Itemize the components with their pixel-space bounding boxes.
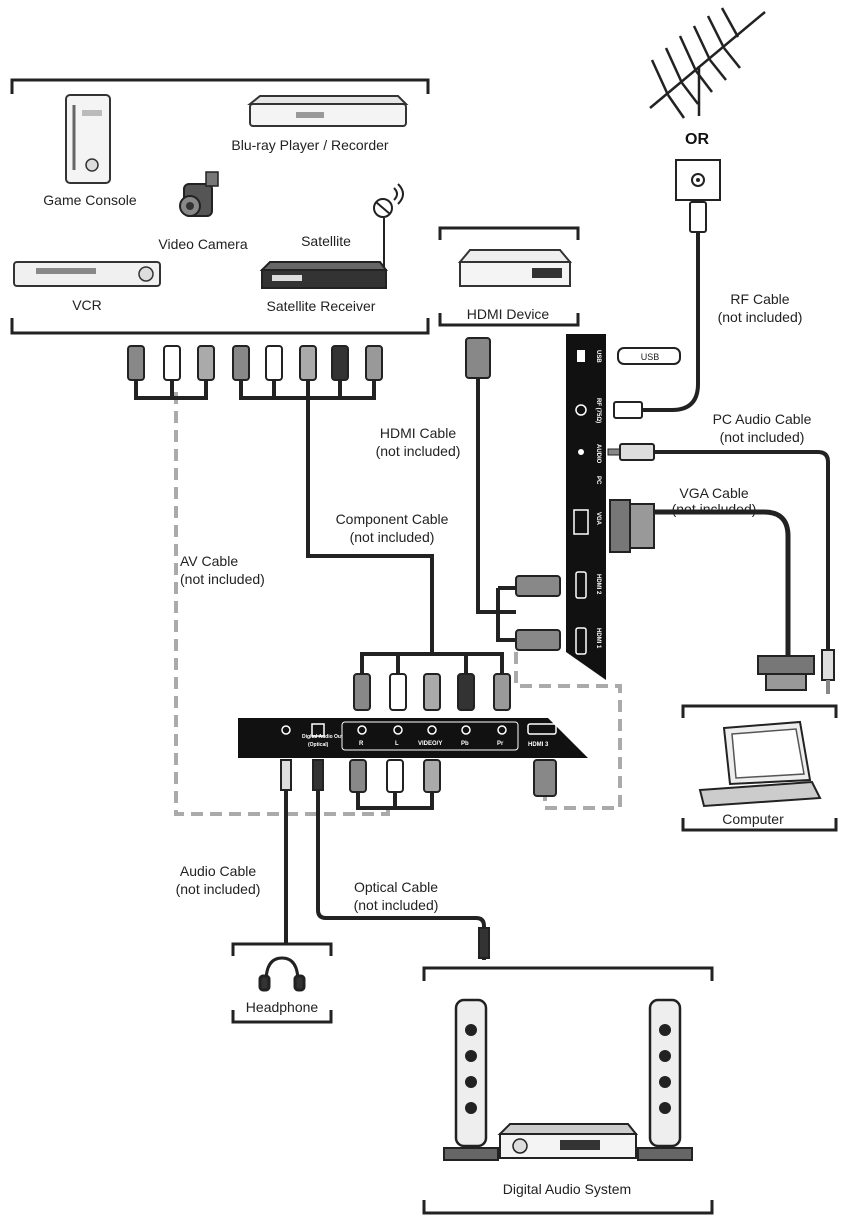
game-console-label: Game Console bbox=[43, 192, 137, 208]
port-pb-label: Pb bbox=[461, 741, 469, 747]
computer-bracket-top bbox=[681, 704, 838, 718]
optical-cable-label: Optical Cable bbox=[354, 879, 438, 895]
hdmi-device-bracket-top bbox=[438, 226, 580, 240]
side-rf-label: RF (75Ω) bbox=[595, 398, 601, 423]
hdmi2-plug bbox=[515, 575, 561, 597]
hdmi1-plug bbox=[515, 629, 561, 651]
side-panel-ports bbox=[573, 350, 589, 655]
rf-cable-note: (not included) bbox=[718, 309, 803, 325]
source-devices-bracket-bottom bbox=[10, 318, 430, 335]
optical-cable bbox=[316, 790, 486, 960]
hdmi-cable-label: HDMI Cable bbox=[380, 425, 456, 441]
video-camera-icon bbox=[179, 171, 219, 217]
vga-plug bbox=[609, 499, 655, 553]
component-split bbox=[360, 652, 504, 674]
pc-audio-cable bbox=[652, 450, 830, 650]
vcr-label: VCR bbox=[72, 297, 102, 313]
audio-cable-note: (not included) bbox=[176, 881, 261, 897]
rf-cable-label: RF Cable bbox=[730, 291, 789, 307]
audio-system-bracket-top bbox=[422, 966, 714, 981]
port-l-label: L bbox=[395, 741, 399, 747]
vga-cable-note: (not included) bbox=[672, 501, 757, 517]
headphone-label: Headphone bbox=[246, 999, 319, 1015]
left-speaker-icon bbox=[443, 998, 499, 1161]
digital-audio-system-label: Digital Audio System bbox=[503, 1181, 631, 1197]
audio-cable-label: Audio Cable bbox=[180, 863, 256, 879]
side-pc-label: PC bbox=[595, 476, 601, 485]
bottom-panel-ports bbox=[281, 721, 557, 751]
hdmi-device-icon bbox=[457, 249, 573, 287]
component-rca-plugs bbox=[232, 345, 383, 381]
pc-audio-plug bbox=[607, 443, 655, 461]
optical-label: (Optical) bbox=[308, 742, 329, 748]
port-hdmi3-label: HDMI 3 bbox=[528, 742, 549, 748]
satellite-receiver-icon bbox=[259, 261, 388, 289]
laptop-icon bbox=[698, 720, 822, 808]
headphone-jack-plug bbox=[280, 759, 292, 791]
side-usb-label: USB bbox=[595, 350, 601, 363]
component-cable bbox=[306, 378, 434, 654]
tv-bottom-panel bbox=[238, 718, 588, 758]
usb-stick-label: USB bbox=[641, 352, 660, 362]
wall-outlet-icon bbox=[675, 159, 721, 233]
computer-bracket-bottom bbox=[681, 818, 838, 832]
source-devices-bracket-top bbox=[10, 78, 430, 94]
antenna-icon bbox=[649, 7, 766, 119]
av-rca-plugs bbox=[127, 345, 215, 381]
vga-cable-label: VGA Cable bbox=[679, 485, 748, 501]
hdmi-cable bbox=[476, 378, 516, 642]
av-panel-plugs bbox=[349, 759, 441, 793]
hdmi3-dashed-cable bbox=[514, 652, 622, 810]
hdmi-plug-top bbox=[465, 337, 491, 379]
side-audio-label: AUDIO bbox=[595, 444, 601, 464]
optical-cable-note: (not included) bbox=[354, 897, 439, 913]
component-cable-label: Component Cable bbox=[336, 511, 449, 527]
headphone-bracket-top bbox=[231, 942, 333, 956]
audio-receiver-icon bbox=[497, 1123, 639, 1159]
side-vga-label: VGA bbox=[595, 512, 601, 526]
satellite-label: Satellite bbox=[301, 233, 351, 249]
port-video-y-label: VIDEO/Y bbox=[418, 741, 442, 747]
digital-audio-out-label: Digital Audio Out bbox=[302, 734, 343, 740]
right-speaker-icon bbox=[637, 998, 693, 1161]
port-pr-label: Pr bbox=[497, 741, 504, 747]
hdmi3-plug bbox=[533, 759, 557, 797]
rf-plug bbox=[613, 401, 643, 419]
pc-audio-computer-plug bbox=[821, 649, 835, 694]
optical-plug bbox=[312, 759, 324, 791]
port-r-label: R bbox=[359, 741, 364, 747]
hdmi-cable-note: (not included) bbox=[376, 443, 461, 459]
audio-system-bracket-bottom bbox=[422, 1200, 714, 1215]
av-rca-bundle bbox=[134, 378, 208, 400]
computer-label: Computer bbox=[722, 811, 784, 827]
vga-cable bbox=[654, 509, 791, 656]
side-hdmi2-label: HDMI 2 bbox=[595, 574, 601, 595]
av-cable-label: AV Cable bbox=[180, 553, 238, 569]
satellite-receiver-label: Satellite Receiver bbox=[267, 298, 376, 314]
pc-audio-cable-note: (not included) bbox=[720, 429, 805, 445]
pc-audio-cable-label: PC Audio Cable bbox=[713, 411, 812, 427]
component-cable-note: (not included) bbox=[350, 529, 435, 545]
vga-computer-plug bbox=[757, 655, 815, 691]
hdmi-device-label: HDMI Device bbox=[467, 306, 550, 322]
component-panel-plugs bbox=[353, 673, 511, 711]
or-label: OR bbox=[685, 131, 709, 148]
rf-cable bbox=[638, 232, 700, 412]
av-cable-note: (not included) bbox=[180, 571, 265, 587]
satellite-dish-icon bbox=[373, 183, 404, 273]
headphone-icon bbox=[258, 956, 306, 992]
bluray-player-icon bbox=[247, 95, 409, 127]
headphone-bracket-bottom bbox=[231, 1010, 333, 1024]
video-camera-label: Video Camera bbox=[158, 236, 247, 252]
game-console-icon bbox=[65, 94, 111, 184]
usb-stick-icon: USB bbox=[617, 347, 681, 365]
hdmi-device-bracket-bottom bbox=[438, 313, 580, 327]
bluray-label: Blu-ray Player / Recorder bbox=[231, 137, 389, 153]
side-hdmi1-label: HDMI 1 bbox=[595, 628, 601, 649]
vcr-icon bbox=[13, 261, 161, 287]
av-cable bbox=[174, 392, 390, 816]
optical-system-plug bbox=[478, 927, 490, 959]
